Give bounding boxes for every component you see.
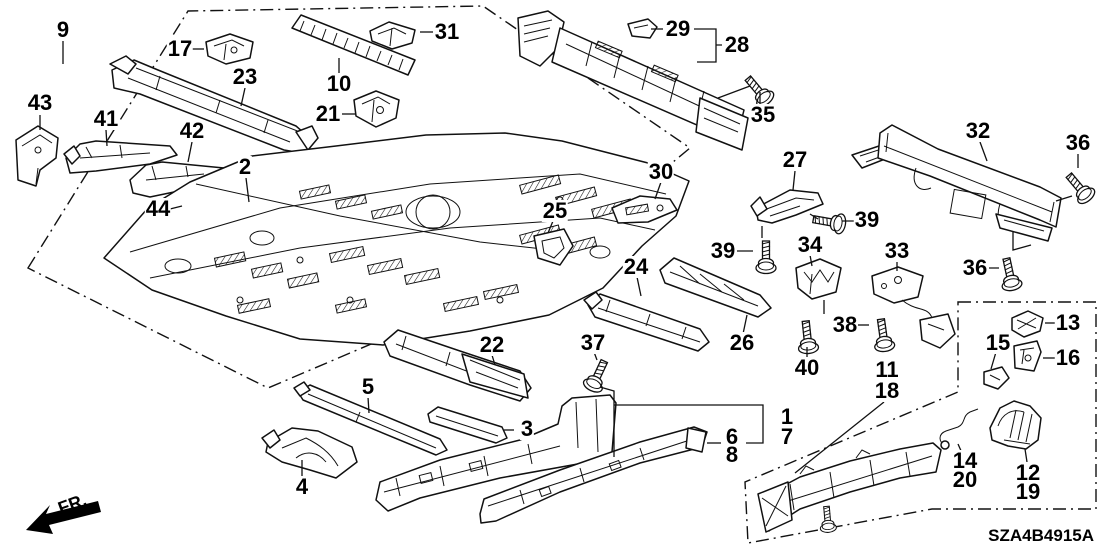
callout-29: 29 — [664, 16, 692, 41]
callout-4: 4 — [294, 474, 310, 499]
callout-30: 30 — [647, 159, 675, 184]
callout-41: 41 — [92, 106, 120, 131]
floor-group-boundary — [26, 5, 692, 389]
part-22-crossmember — [383, 329, 532, 402]
callout-44: 44 — [144, 196, 172, 221]
callout-19: 19 — [1014, 479, 1042, 504]
callout-34: 34 — [796, 232, 824, 257]
callout-42: 42 — [178, 118, 206, 143]
callout-36-top: 36 — [1064, 130, 1092, 155]
callout-31: 31 — [433, 19, 461, 44]
callout-40: 40 — [793, 355, 821, 380]
callout-10: 10 — [325, 71, 353, 96]
callout-26: 26 — [728, 330, 756, 355]
part-41-rail — [63, 140, 178, 174]
callout-38: 38 — [831, 312, 859, 337]
callout-36-bottom: 36 — [961, 255, 989, 280]
callout-17: 17 — [166, 36, 194, 61]
part-34-bracket — [795, 258, 842, 300]
callout-2: 2 — [237, 154, 253, 179]
callout-43: 43 — [26, 90, 54, 115]
part-23-crossmember — [109, 55, 319, 155]
callout-13: 13 — [1054, 310, 1082, 335]
callout-23: 23 — [231, 64, 259, 89]
callout-18: 18 — [873, 378, 901, 403]
callout-37: 37 — [579, 330, 607, 355]
callout-12: 12 — [1014, 460, 1042, 485]
callout-3: 3 — [519, 416, 535, 441]
bolt-36-bottom — [995, 255, 1024, 293]
part-4-bracket — [261, 427, 358, 479]
part-30-bracket — [611, 195, 678, 224]
part-15-bracket — [983, 366, 1010, 390]
callout-5: 5 — [360, 374, 376, 399]
callout-32: 32 — [964, 118, 992, 143]
bolt-36-top — [1060, 168, 1099, 208]
part-43-bracket — [15, 125, 59, 187]
callout-28: 28 — [723, 32, 751, 57]
part-33-latch — [871, 266, 956, 349]
part-6-8-outer-sill — [479, 426, 708, 524]
part-29-clip — [627, 18, 658, 39]
part-10-rail — [291, 14, 416, 76]
callout-22: 22 — [478, 332, 506, 357]
part-1-7-inner-sill — [375, 394, 617, 512]
part-12-19-bracket — [989, 400, 1042, 450]
callout-25: 25 — [541, 198, 569, 223]
part-17-bracket — [205, 33, 254, 65]
part-21-bracket — [353, 90, 400, 128]
callout-35: 35 — [749, 102, 777, 127]
callout-14: 14 — [951, 448, 979, 473]
callout-9: 9 — [55, 17, 71, 42]
part-14-20-pipe — [939, 408, 979, 450]
callout-8: 8 — [724, 442, 740, 467]
part-26-rail — [659, 257, 772, 318]
callout-24: 24 — [622, 254, 650, 279]
part-25-bracket — [533, 228, 574, 266]
part-27-bracket — [750, 189, 824, 224]
part-31-bracket — [369, 21, 416, 50]
bolt-39-right — [810, 208, 848, 236]
part-3-rail — [427, 406, 508, 444]
diagram-code: SZA4B4915A — [988, 526, 1094, 545]
part-13-clip — [1011, 310, 1044, 338]
callout-39-left: 39 — [709, 238, 737, 263]
bolt-38 — [870, 317, 897, 354]
callout-1: 1 — [779, 404, 795, 429]
callout-11: 11 — [874, 357, 900, 382]
part-24-rail — [583, 291, 710, 352]
leader-lines — [39, 28, 1079, 477]
part-32-beam — [851, 124, 1062, 242]
callout-39-right: 39 — [853, 207, 881, 232]
part-28-rear-panel — [517, 10, 749, 151]
callout-21: 21 — [314, 101, 342, 126]
bolt-39-left — [755, 240, 777, 275]
callout-33: 33 — [883, 238, 911, 263]
callout-20: 20 — [951, 467, 979, 492]
callout-16: 16 — [1054, 345, 1082, 370]
detail-box-boundary — [744, 301, 1097, 544]
fr-direction-arrow — [26, 501, 101, 534]
callout-6: 6 — [724, 424, 740, 449]
callout-15: 15 — [984, 330, 1012, 355]
callout-27: 27 — [781, 147, 809, 172]
part-16-bracket — [1013, 340, 1042, 372]
part-5-rail — [293, 381, 448, 456]
callout-7: 7 — [779, 424, 795, 449]
part-11-18-frame-rail — [757, 442, 942, 534]
